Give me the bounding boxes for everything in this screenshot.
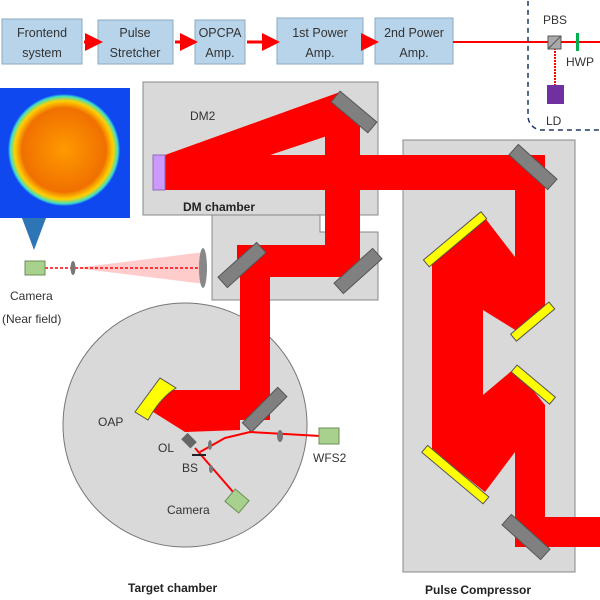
svg-text:1st Power: 1st Power: [292, 26, 348, 40]
hwp-plate: [576, 33, 579, 51]
grating: [510, 364, 557, 405]
alignment-module: PBS HWP LD: [527, 0, 600, 131]
svg-text:Amp.: Amp.: [205, 46, 234, 60]
svg-text:Amp.: Amp.: [305, 46, 334, 60]
svg-text:(Near field): (Near field): [2, 312, 61, 326]
mirror: [501, 513, 551, 561]
laser-diode: [547, 85, 564, 104]
mirror: [217, 241, 267, 289]
svg-text:OAP: OAP: [98, 415, 123, 429]
camera-icon: [224, 488, 250, 514]
ol-objective: [181, 432, 197, 449]
amplifier-chain: Frontend system Pulse Stretcher OPCPA Am…: [1, 17, 600, 65]
near-field-image: [0, 88, 130, 250]
svg-text:DM chamber: DM chamber: [183, 200, 255, 214]
grating: [422, 211, 488, 268]
svg-text:LD: LD: [546, 114, 562, 128]
svg-text:Camera: Camera: [10, 289, 53, 303]
deformable-mirror: [152, 154, 166, 191]
grating: [509, 301, 556, 342]
svg-text:Camera: Camera: [167, 503, 210, 517]
mirrors: [217, 90, 558, 561]
pulse-compressor-chamber: [402, 139, 576, 573]
stage-1st-power-amp: 1st Power Amp.: [276, 17, 364, 65]
near-field-camera-icon: [24, 260, 46, 276]
main-beam: [150, 92, 600, 547]
svg-text:OL: OL: [158, 441, 174, 455]
svg-text:WFS2: WFS2: [313, 451, 347, 465]
svg-text:Amp.: Amp.: [399, 46, 428, 60]
svg-text:DM2: DM2: [190, 109, 216, 123]
mirror: [508, 143, 558, 191]
lens: [70, 261, 76, 275]
svg-text:HWP: HWP: [566, 55, 594, 69]
svg-text:PBS: PBS: [543, 13, 567, 27]
stage-opcpa-amp: OPCPA Amp.: [194, 19, 246, 65]
svg-text:Pulse Compressor: Pulse Compressor: [425, 583, 531, 597]
svg-text:Frontend: Frontend: [17, 26, 67, 40]
grating: [421, 444, 490, 505]
lens: [199, 248, 207, 288]
svg-text:system: system: [22, 46, 62, 60]
svg-text:BS: BS: [182, 461, 198, 475]
svg-text:Pulse: Pulse: [119, 26, 150, 40]
stage-2nd-power-amp: 2nd Power Amp.: [374, 17, 454, 65]
gratings: [421, 211, 557, 505]
wfs2-sensor: [318, 427, 340, 445]
svg-text:Target chamber: Target chamber: [128, 581, 217, 595]
mirror: [333, 247, 383, 295]
svg-text:Stretcher: Stretcher: [110, 46, 161, 60]
diagnostics: OAP OL BS WFS2 Camera: [98, 415, 347, 517]
stage-pulse-stretcher: Pulse Stretcher: [97, 19, 174, 65]
stage-frontend-system: Frontend system: [1, 18, 83, 65]
svg-text:OPCPA: OPCPA: [199, 26, 242, 40]
oap-mirror: [134, 377, 177, 421]
mirror: [241, 386, 288, 433]
mirror: [330, 90, 378, 134]
svg-text:2nd Power: 2nd Power: [384, 26, 444, 40]
